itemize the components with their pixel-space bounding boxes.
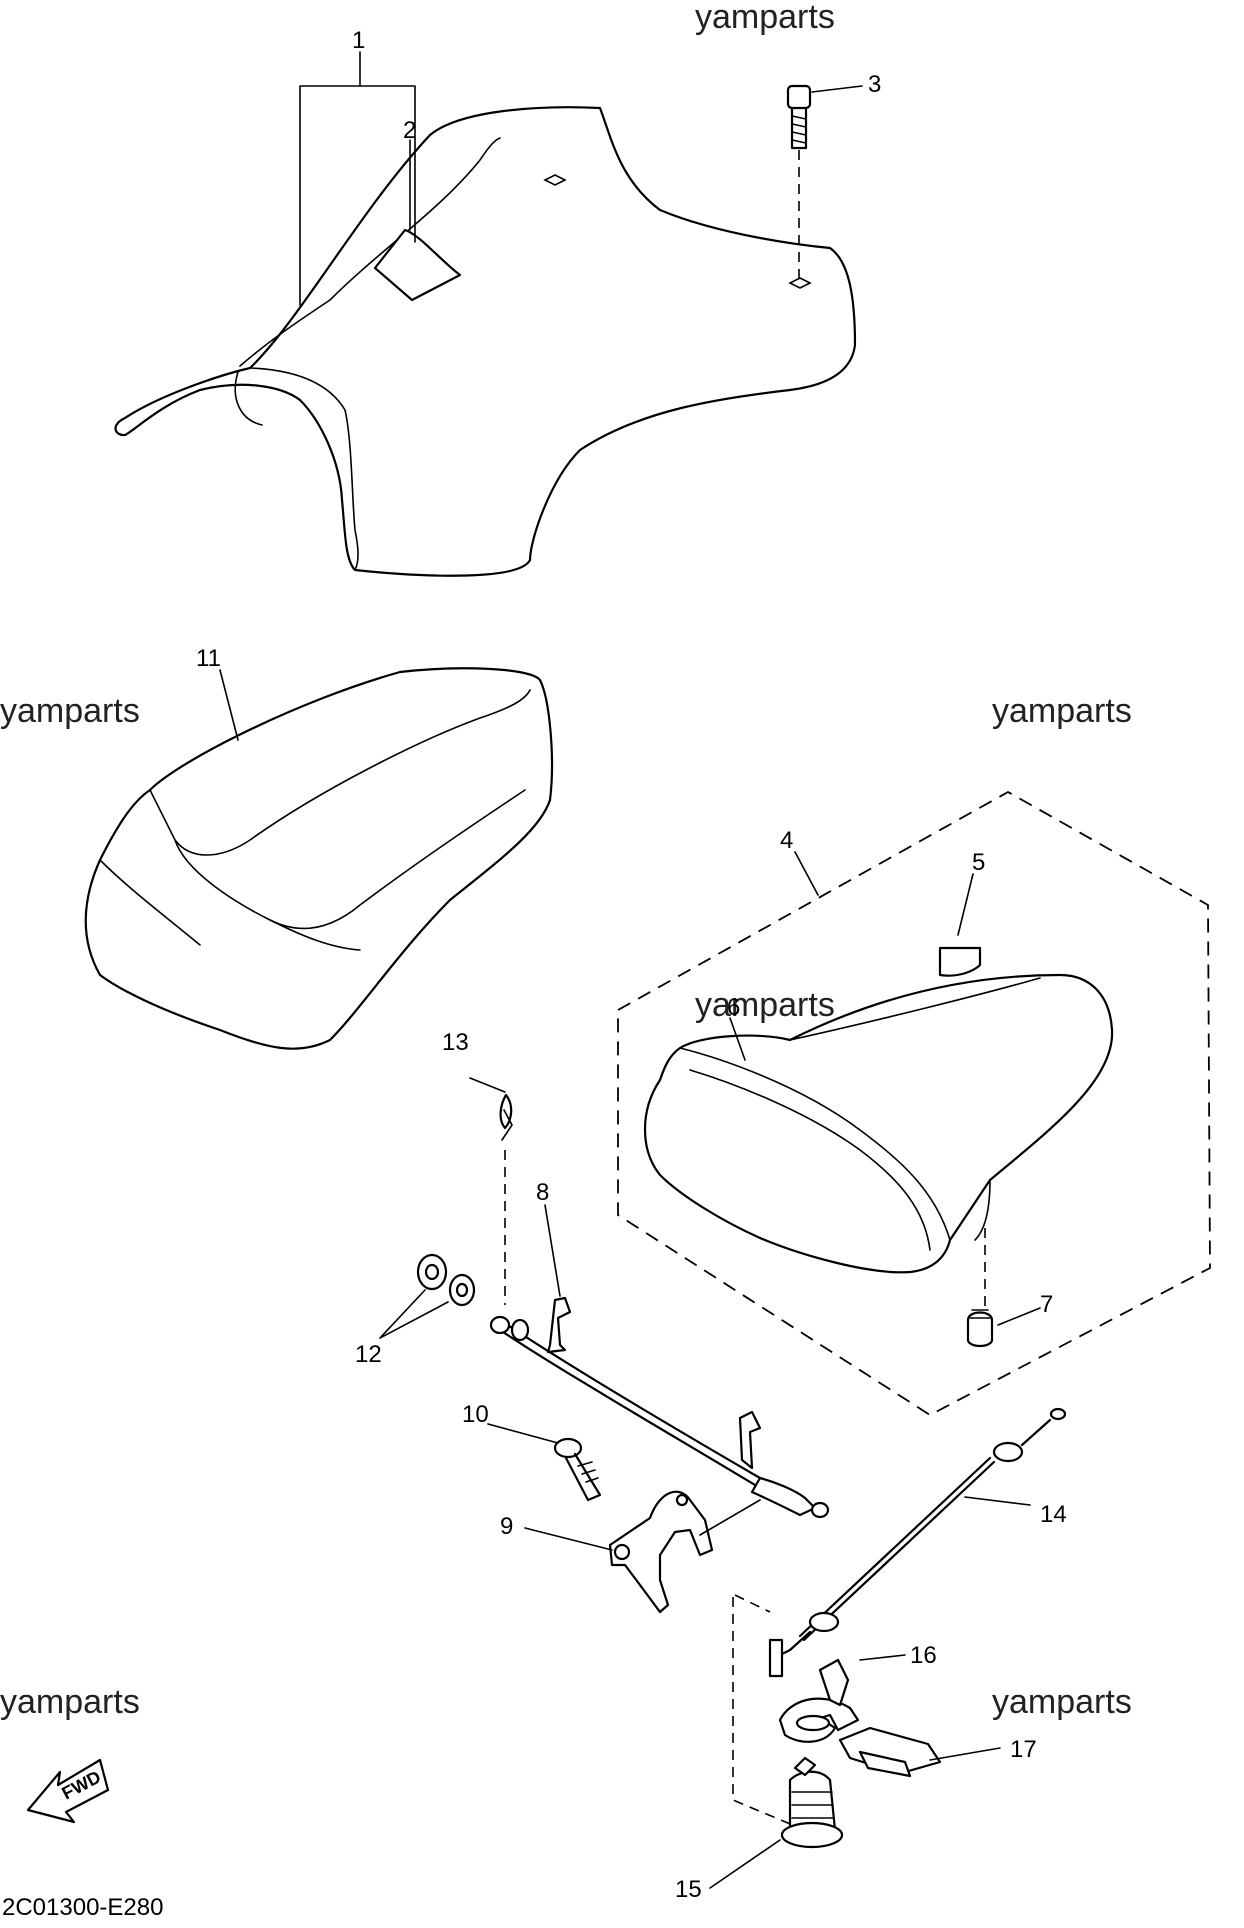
- lock-rod: [489, 1296, 830, 1519]
- callout-8: 8: [536, 1179, 549, 1206]
- watermark-left-mid: yamparts: [0, 692, 140, 730]
- watermark-right-mid: yamparts: [992, 692, 1132, 730]
- watermark-center: yamparts: [695, 986, 835, 1024]
- bolt-3: [786, 84, 812, 280]
- collars-12: [416, 1253, 476, 1307]
- assembly-outline-4: [617, 790, 1211, 1417]
- callout-1: 1: [352, 27, 365, 54]
- bracket-9: [608, 1490, 761, 1614]
- callout-5: 5: [972, 849, 985, 876]
- callout-9: 9: [500, 1513, 513, 1540]
- callout-11: 11: [196, 645, 221, 672]
- passenger-seat: [84, 667, 554, 1050]
- fwd-arrow-icon: FWD: [26, 1758, 110, 1824]
- callout-2: 2: [403, 117, 416, 144]
- bolt-10: [553, 1437, 602, 1502]
- callout-3: 3: [868, 71, 881, 98]
- callout-7: 7: [1040, 1291, 1053, 1318]
- leader-lines: [219, 51, 1041, 1889]
- bracket-17: [838, 1726, 942, 1778]
- callout-6: 6: [727, 994, 740, 1021]
- callout-16: 16: [910, 1642, 937, 1669]
- grommet-7: [966, 1309, 994, 1348]
- plate-16: [778, 1658, 860, 1743]
- watermark-right-bottom: yamparts: [992, 1683, 1132, 1721]
- cable-14: [732, 1407, 1067, 1827]
- watermark-top: yamparts: [695, 0, 835, 36]
- callout-15: 15: [675, 1876, 702, 1903]
- callout-12: 12: [355, 1341, 382, 1368]
- callout-17: 17: [1010, 1736, 1037, 1763]
- lock-15: [780, 1756, 844, 1849]
- callout-4: 4: [780, 827, 793, 854]
- seat-cowl: [644, 946, 1114, 1310]
- watermark-left-bottom: yamparts: [0, 1683, 140, 1721]
- clip-13: [499, 1093, 513, 1305]
- callout-13: 13: [442, 1029, 469, 1056]
- callout-14: 14: [1040, 1501, 1067, 1528]
- rider-seat: [114, 106, 857, 577]
- callout-10: 10: [462, 1401, 489, 1428]
- diagram-code: 2C01300-E280: [2, 1894, 163, 1921]
